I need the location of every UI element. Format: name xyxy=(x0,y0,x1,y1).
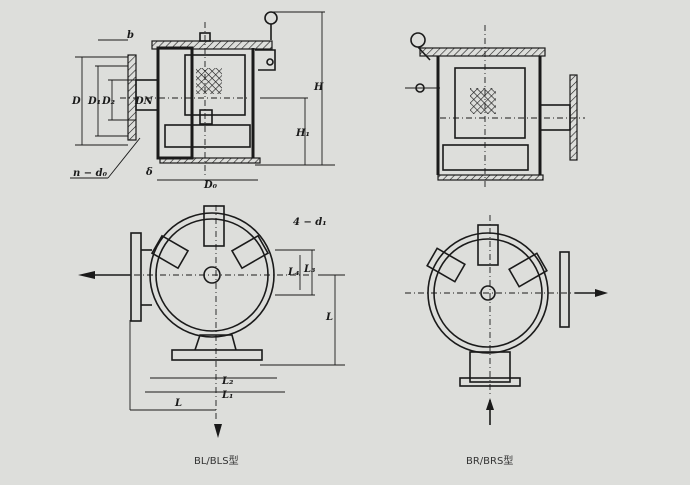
label-H1: H₁ xyxy=(295,128,310,139)
caption-bl-bls: BL/BLS型 xyxy=(194,456,239,467)
br-section-view xyxy=(405,25,585,190)
caption-br-brs: BR/BRS型 xyxy=(466,456,514,467)
label-L-bottom: L xyxy=(174,398,182,409)
label-D: D xyxy=(71,96,81,107)
label-b: b xyxy=(127,30,134,41)
label-L2: L₂ xyxy=(221,376,234,387)
label-DN: DN xyxy=(134,96,154,107)
label-L4: L₄ xyxy=(287,267,299,278)
label-L-right: L xyxy=(325,312,333,323)
label-H: H xyxy=(313,82,324,93)
label-L3: L₃ xyxy=(303,264,316,275)
label-L1: L₁ xyxy=(221,390,233,401)
br-plan-view xyxy=(405,215,608,425)
label-4-d1: 4 − d₁ xyxy=(293,217,327,228)
label-D1: D₁ xyxy=(87,96,101,107)
bl-plan-view: 4 − d₁ L₄ L₃ L L₂ L₁ L xyxy=(78,205,345,438)
label-delta: δ xyxy=(145,167,153,178)
bl-section-view: b D D₁ D₂ DN H H₁ n − d₀ δ D₀ xyxy=(70,11,335,191)
label-D2: D₂ xyxy=(101,96,116,107)
label-D0: D₀ xyxy=(203,180,218,191)
label-n-d0: n − d₀ xyxy=(73,168,108,179)
